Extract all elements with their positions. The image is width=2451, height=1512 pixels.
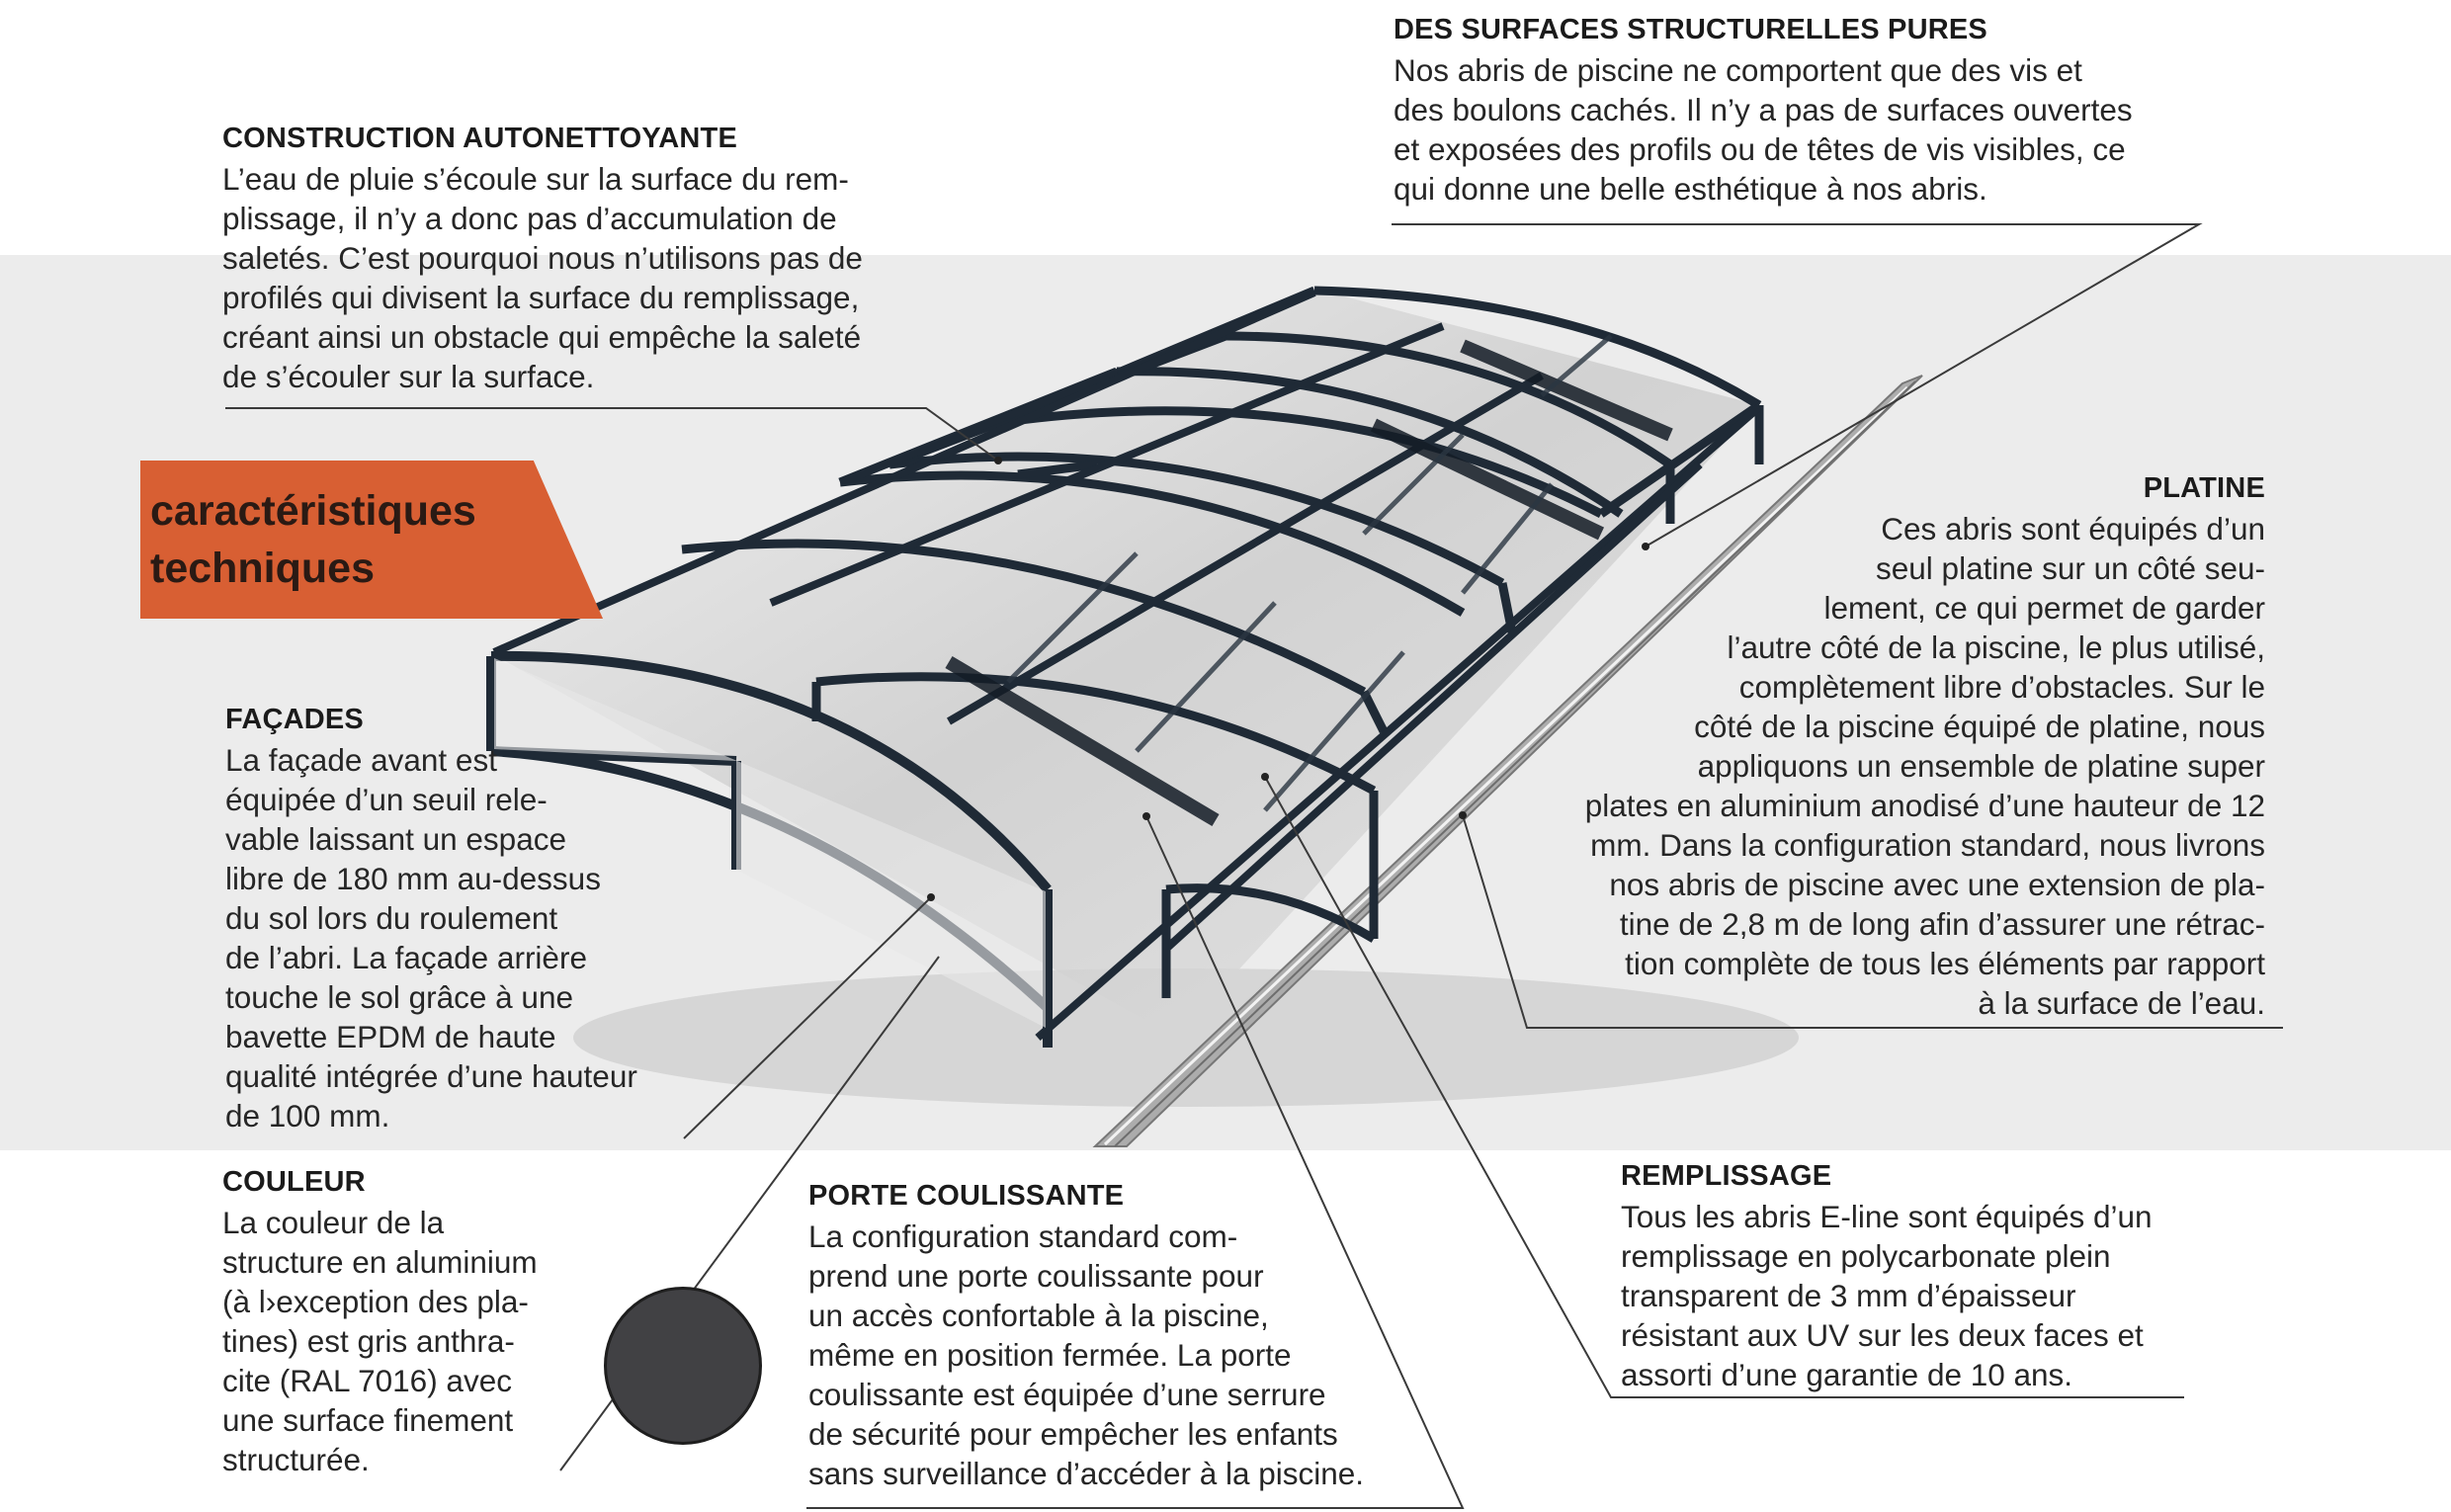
- surfaces-block: DES SURFACES STRUCTURELLES PURES Nos abr…: [1394, 14, 2204, 209]
- couleur-title: COULEUR: [222, 1166, 366, 1198]
- surfaces-title: DES SURFACES STRUCTURELLES PURES: [1394, 14, 1987, 45]
- front-facade-glass: [494, 658, 1046, 1028]
- section-tag: caractéristiques techniques: [140, 461, 603, 619]
- platine-text: Ces abris sont équipés d’un seul platine…: [1584, 511, 2265, 1021]
- tag-line-1: caractéristiques: [150, 487, 476, 535]
- remplissage-block: REMPLISSAGE Tous les abris E-line sont é…: [1621, 1160, 2234, 1394]
- sliding-door: [811, 672, 1379, 998]
- panel-grid: [1006, 334, 1613, 812]
- remplissage-text: Tous les abris E-line sont équipés d’un …: [1621, 1199, 2153, 1392]
- couleur-block: COULEUR La couleur de la structure en al…: [222, 1166, 618, 1479]
- platine-title: PLATINE: [2143, 472, 2265, 504]
- facades-title: FAÇADES: [225, 704, 364, 735]
- platine-block: PLATINE Ces abris sont équipés d’un seul…: [1482, 472, 2265, 1023]
- construction-title: CONSTRUCTION AUTONETTOYANTE: [222, 123, 737, 154]
- ground-shadow: [573, 968, 1799, 1107]
- construction-block: CONSTRUCTION AUTONETTOYANTE L’eau de plu…: [222, 123, 934, 396]
- facades-block: FAÇADES La façade avant est équipée d’un…: [225, 704, 700, 1135]
- section-tag-text: caractéristiques techniques: [150, 482, 476, 597]
- side-rails: [492, 289, 1762, 1042]
- facades-text: La façade avant est équipée d’un seuil r…: [225, 742, 637, 1134]
- module-back: [996, 286, 1764, 518]
- panel-bands: [945, 339, 1673, 827]
- couleur-text: La couleur de la structure en aluminium …: [222, 1205, 538, 1477]
- porte-title: PORTE COULISSANTE: [808, 1180, 1125, 1212]
- porte-block: PORTE COULISSANTE La configuration stand…: [808, 1180, 1441, 1493]
- color-swatch: [604, 1287, 762, 1445]
- module-arches: [681, 331, 1675, 734]
- surfaces-text: Nos abris de piscine ne comportent que d…: [1394, 52, 2133, 207]
- remplissage-title: REMPLISSAGE: [1621, 1160, 1832, 1192]
- construction-text: L’eau de pluie s’écoule sur la surface d…: [222, 161, 863, 394]
- tag-line-2: techniques: [150, 545, 375, 592]
- roof-glass: [489, 289, 1759, 1038]
- porte-text: La configuration standard com- prend une…: [808, 1218, 1365, 1491]
